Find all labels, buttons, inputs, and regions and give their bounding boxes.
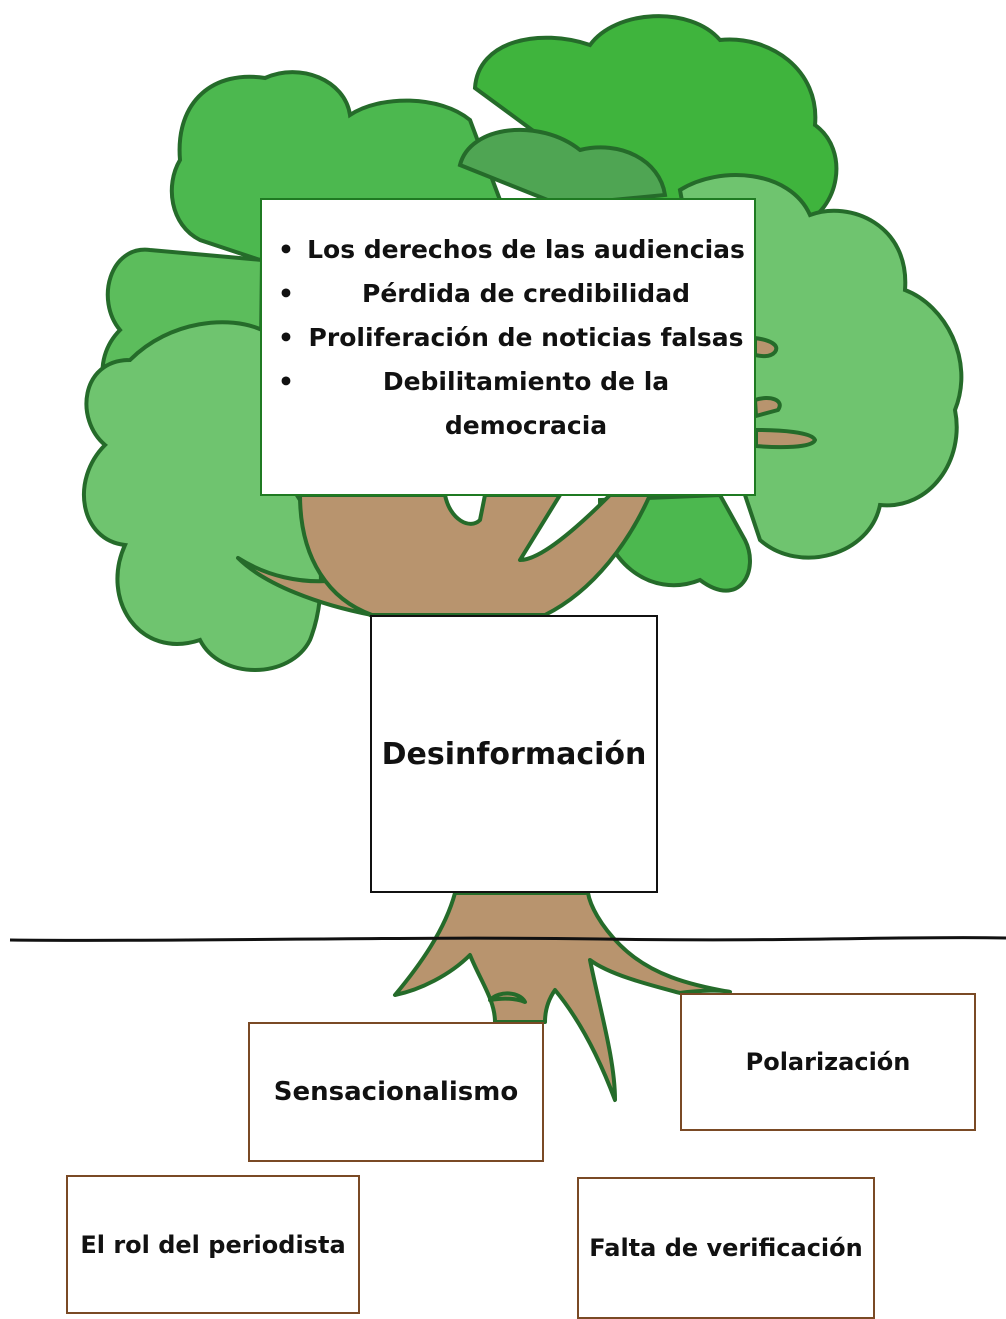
cause-label: El rol del periodista	[80, 1230, 346, 1259]
cause-label: Sensacionalismo	[273, 1077, 519, 1107]
trunk-lower	[393, 891, 732, 1102]
cause-box-sensacionalismo: Sensacionalismo	[248, 1022, 544, 1162]
cause-label: Polarización	[745, 1048, 911, 1076]
consequences-box: Los derechos de las audiencias Pérdida d…	[260, 198, 756, 496]
trunk-upper	[298, 493, 652, 617]
consequence-item: Pérdida de credibilidad	[272, 272, 750, 316]
cause-box-falta-verificacion: Falta de verificación	[577, 1177, 875, 1319]
tree-trunk	[236, 336, 817, 1102]
core-problem-box: Desinformación	[370, 615, 658, 893]
consequence-item: Debilitamiento de la democracia	[272, 360, 750, 448]
canopy-cluster-center-dark	[457, 128, 668, 208]
consequence-item: Proliferación de noticias falsas	[272, 316, 750, 360]
ground-line	[9, 936, 1006, 942]
root-branch	[488, 991, 527, 1004]
branch-right	[753, 336, 817, 450]
consequence-item: Los derechos de las audiencias	[272, 228, 750, 272]
cause-box-polarizacion: Polarización	[680, 993, 976, 1131]
cause-label: Falta de verificación	[589, 1234, 863, 1262]
consequences-list: Los derechos de las audiencias Pérdida d…	[272, 228, 750, 448]
cause-box-rol-periodista: El rol del periodista	[66, 1175, 360, 1314]
core-problem-label: Desinformación	[381, 736, 647, 772]
